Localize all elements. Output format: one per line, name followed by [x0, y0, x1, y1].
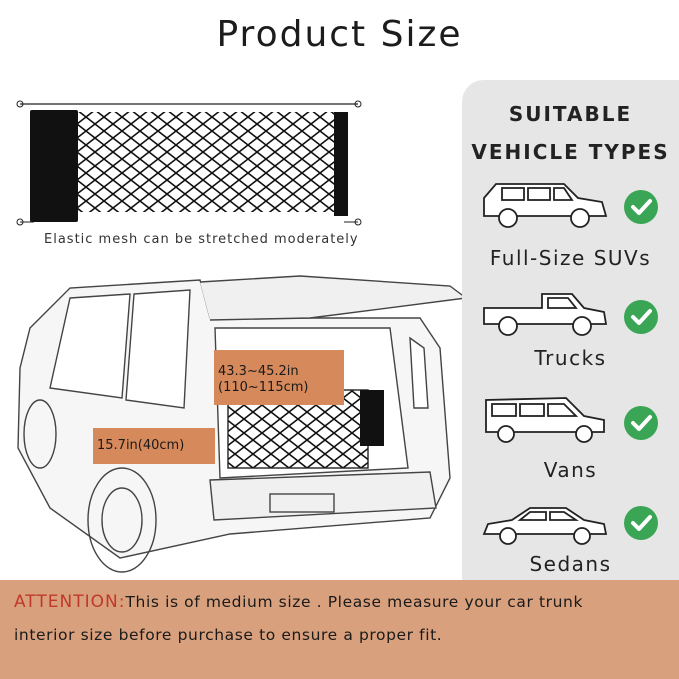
vehicle-label-sedan: Sedans [529, 552, 612, 576]
check-icon [624, 406, 658, 440]
check-icon [624, 506, 658, 540]
cargo-net-image [16, 100, 362, 226]
notice-banner [0, 580, 679, 679]
vehicle-types-panel: SUITABLE VEHICLE TYPES Full-Size SUVs Tr… [462, 80, 679, 580]
panel-title-line2: VEHICLE TYPES [471, 140, 670, 164]
trunk-width-cm: (110~115cm) [218, 380, 309, 395]
car-trunk-image [17, 275, 468, 573]
attention-label: ATTENTION: [14, 592, 126, 612]
suv-icon [483, 183, 608, 228]
page-title: Product Size [216, 14, 463, 55]
notice-line1: ATTENTION:This is of medium size . Pleas… [14, 592, 583, 612]
truck-icon [483, 293, 608, 336]
sedan-icon [482, 507, 608, 545]
trunk-height-label: 15.7in(40cm) [93, 428, 215, 464]
panel-title-line1: SUITABLE [508, 102, 633, 126]
notice-text-line2: interior size before purchase to ensure … [14, 626, 443, 644]
notice-text-line1: This is of medium size . Please measure … [125, 593, 584, 611]
vehicle-label-truck: Trucks [534, 346, 607, 370]
trunk-width-inches: 43.3~45.2in [218, 364, 299, 379]
net-caption: Elastic mesh can be stretched moderately [44, 232, 359, 247]
van-icon [485, 397, 605, 443]
check-icon [624, 190, 658, 224]
check-icon [624, 300, 658, 334]
trunk-width-label: 43.3~45.2in (110~115cm) [214, 350, 344, 405]
vehicle-label-van: Vans [543, 458, 598, 482]
vehicle-label-suv: Full-Size SUVs [489, 246, 652, 270]
